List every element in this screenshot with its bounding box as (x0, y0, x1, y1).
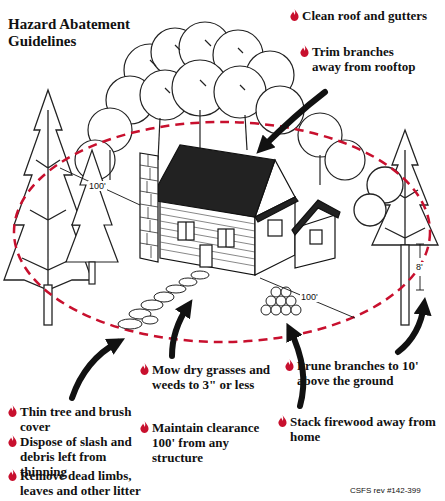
guideline-note: Thin tree and brush cover (8, 404, 142, 434)
stone-path (118, 271, 209, 329)
dimension-line (60, 168, 424, 318)
flame-bullet (300, 45, 309, 57)
flame-bullet (8, 435, 17, 447)
label-text: Stack firewood away from home (290, 414, 436, 444)
credit-note: CSFS rev #142-399 (350, 486, 421, 496)
conifer-tree (66, 150, 118, 284)
flame-bullet (285, 359, 294, 371)
flame-bullet (140, 421, 149, 433)
dimension-label: 100' (300, 292, 319, 302)
flame-bullet (278, 415, 287, 427)
guideline-note: Clean roof and gutters (290, 8, 442, 23)
flame-bullet (140, 363, 149, 375)
dimension-label: 100' (88, 181, 107, 191)
label-text: Maintain clearance 100' from any structu… (152, 420, 259, 465)
label-text: Remove dead limbs, leaves and other litt… (20, 468, 141, 498)
guideline-note: Trim branches away from rooftop (300, 44, 424, 74)
clearance-circle (14, 122, 430, 342)
guideline-note: Maintain clearance 100' from any structu… (140, 420, 282, 465)
guideline-note: Stack firewood away from home (278, 414, 440, 444)
label-text: Trim branches away from rooftop (312, 44, 416, 74)
label-text: 100' (89, 181, 106, 191)
label-text: Mow dry grasses and weeds to 3" or less (152, 362, 270, 392)
dimension-label: 8' (415, 262, 424, 272)
label-text: CSFS rev #142-399 (350, 486, 421, 495)
house (140, 145, 340, 275)
guideline-note: Mow dry grasses and weeds to 3" or less (140, 362, 288, 392)
label-text: 8' (416, 262, 423, 272)
conifer-tree (354, 130, 438, 325)
flame-bullet (8, 405, 17, 417)
label-text: 100' (301, 292, 318, 302)
flame-bullet (8, 469, 17, 481)
label-text: Prune branches to 10' above the ground (297, 358, 419, 388)
guideline-note: Remove dead limbs, leaves and other litt… (8, 468, 146, 498)
diagram-title: Hazard Abatement Guidelines (8, 16, 148, 50)
pointer-arrow (72, 92, 424, 406)
label-text: Clean roof and gutters (302, 8, 427, 23)
firewood-stack (261, 287, 301, 315)
label-text: Thin tree and brush cover (20, 404, 131, 434)
flame-bullet (290, 9, 299, 21)
guideline-note: Prune branches to 10' above the ground (285, 358, 442, 388)
